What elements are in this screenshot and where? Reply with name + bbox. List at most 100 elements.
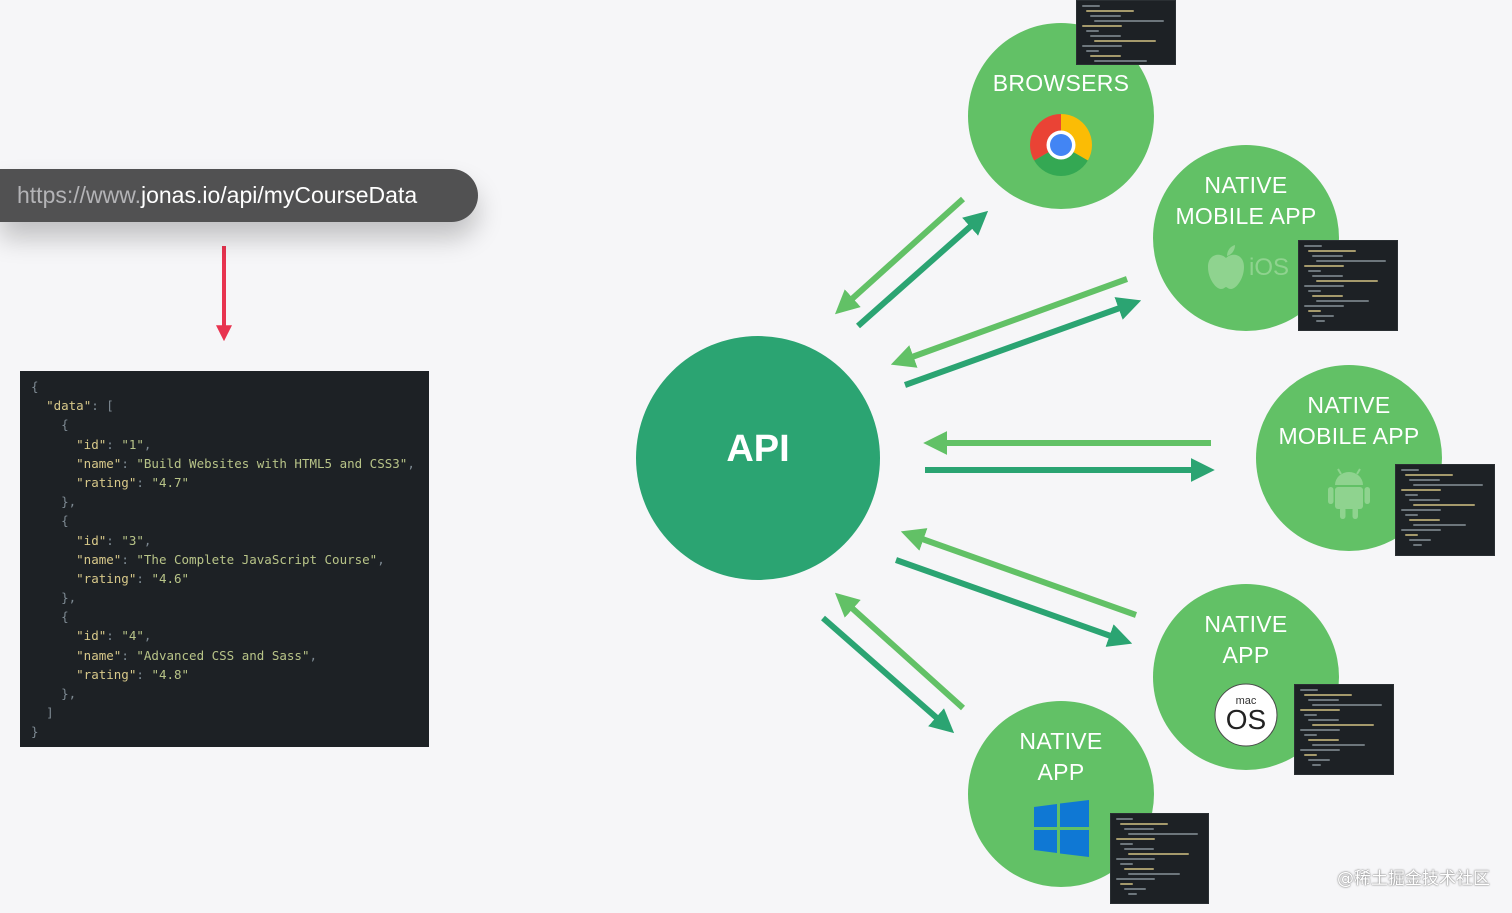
watermark: @稀土掘金技术社区: [1337, 869, 1490, 889]
json-tail: ,: [309, 647, 317, 663]
arrow-browsers: [834, 196, 989, 329]
json-separator: :: [121, 647, 137, 663]
json-key: "rating": [76, 666, 137, 682]
json-value: "4.6": [151, 570, 190, 586]
json-line: "rating": "4.8": [31, 665, 429, 684]
json-line: }: [31, 722, 429, 741]
json-punct: {: [61, 609, 69, 625]
json-punct: {: [31, 379, 39, 394]
json-line: "data": [: [31, 396, 429, 415]
json-value: "4.8": [151, 666, 190, 682]
ios-app-label: NATIVE MOBILE APP: [1153, 170, 1339, 232]
json-line: "id": "3",: [31, 531, 429, 550]
json-key: "id": [76, 436, 107, 452]
json-value: "4.7": [151, 474, 190, 490]
json-line: "rating": "4.6": [31, 569, 429, 588]
json-line: {: [31, 607, 429, 626]
apple-icon: [1208, 245, 1244, 289]
json-line: },: [31, 684, 429, 703]
browsers-label: BROWSERS: [968, 68, 1154, 99]
ios-app-circle: [1153, 145, 1339, 331]
json-key: "id": [76, 532, 107, 548]
json-separator: :: [121, 551, 137, 567]
json-value: "3": [121, 532, 144, 548]
json-lines: { "data": [ { "id": "1", "name": "Build …: [31, 377, 429, 742]
json-line: "name": "Advanced CSS and Sass",: [31, 646, 429, 665]
mac-app-label-line-1: NATIVE: [1204, 611, 1288, 637]
android-app-label-line-2: MOBILE APP: [1278, 423, 1420, 449]
json-line: "name": "The Complete JavaScript Course"…: [31, 550, 429, 569]
json-key: "name": [76, 551, 122, 567]
windows-app-circle: [968, 701, 1154, 887]
json-key: "id": [76, 628, 107, 644]
json-punct: },: [61, 686, 77, 701]
json-separator: :: [121, 455, 137, 471]
android-app-label-line-1: NATIVE: [1307, 392, 1391, 418]
json-thumbnail-ios: [1298, 240, 1398, 331]
json-thumbnail-browsers: [1076, 0, 1176, 65]
json-separator: :: [106, 436, 122, 452]
arrow-android: [923, 431, 1215, 482]
json-key: "rating": [76, 570, 137, 586]
json-line: {: [31, 511, 429, 530]
android-icon: [1328, 468, 1370, 519]
android-app-label: NATIVE MOBILE APP: [1256, 390, 1442, 452]
json-line: "rating": "4.7": [31, 473, 429, 492]
api-circle: [636, 336, 880, 580]
json-tail: ,: [143, 628, 152, 644]
json-value: "The Complete JavaScript Course": [136, 551, 378, 567]
json-separator: :: [106, 532, 122, 548]
url-prefix: https://www.: [17, 182, 141, 208]
ios-app-label-line-1: NATIVE: [1204, 172, 1288, 198]
json-separator: :: [136, 666, 152, 682]
json-punct: },: [61, 494, 77, 510]
browsers-label-line: BROWSERS: [992, 70, 1130, 96]
json-tail: ,: [143, 436, 152, 452]
macos-icon-badge: [1214, 683, 1278, 747]
arrow-windows: [821, 592, 966, 734]
json-thumbnail-windows: [1110, 813, 1209, 904]
macos-os-text: OS: [1225, 704, 1267, 735]
json-value: "4": [121, 628, 144, 644]
json-value: "Advanced CSS and Sass": [136, 647, 310, 663]
json-line: "id": "1",: [31, 435, 429, 454]
windows-app-label-line-2: APP: [1037, 759, 1085, 785]
json-punct: {: [61, 417, 69, 433]
api-label: API: [726, 428, 790, 470]
json-thumbnail-android: [1395, 464, 1495, 556]
json-punct: {: [61, 513, 69, 529]
windows-app-label-line-1: NATIVE: [1019, 728, 1103, 754]
json-line: {: [31, 377, 429, 396]
json-tail: ,: [407, 455, 415, 471]
json-separator: :: [136, 474, 152, 490]
chrome-icon: [1029, 114, 1093, 177]
macos-mac-text: mac: [1235, 695, 1257, 707]
json-line: "id": "4",: [31, 626, 429, 645]
json-key: "rating": [76, 474, 137, 490]
json-separator: :: [106, 628, 122, 644]
json-key: "name": [76, 455, 122, 471]
json-response-box: { "data": [ { "id": "1", "name": "Build …: [20, 371, 429, 747]
json-line: },: [31, 492, 429, 511]
mac-app-circle: [1153, 584, 1339, 770]
json-punct: ]: [46, 705, 54, 721]
ios-text: iOS: [1249, 254, 1290, 281]
json-line: "name": "Build Websites with HTML5 and C…: [31, 454, 429, 473]
json-line: ]: [31, 703, 429, 722]
json-punct: },: [61, 590, 77, 606]
url-path: /api/myCourseData: [220, 182, 418, 208]
ios-app-label-line-2: MOBILE APP: [1175, 203, 1317, 229]
arrow-ios: [890, 276, 1142, 388]
json-value: "1": [121, 436, 144, 452]
json-thumbnail-mac: [1294, 684, 1394, 775]
json-separator: : [: [91, 398, 114, 414]
arrow-mac: [894, 528, 1138, 647]
json-tail: ,: [143, 532, 152, 548]
mac-app-label: NATIVE APP: [1153, 609, 1339, 671]
windows-icon: [1034, 800, 1089, 857]
json-value: "Build Websites with HTML5 and CSS3": [136, 455, 408, 471]
json-tail: ,: [377, 551, 385, 567]
json-key: "data": [46, 398, 92, 414]
json-line: {: [31, 415, 429, 434]
json-line: },: [31, 588, 429, 607]
